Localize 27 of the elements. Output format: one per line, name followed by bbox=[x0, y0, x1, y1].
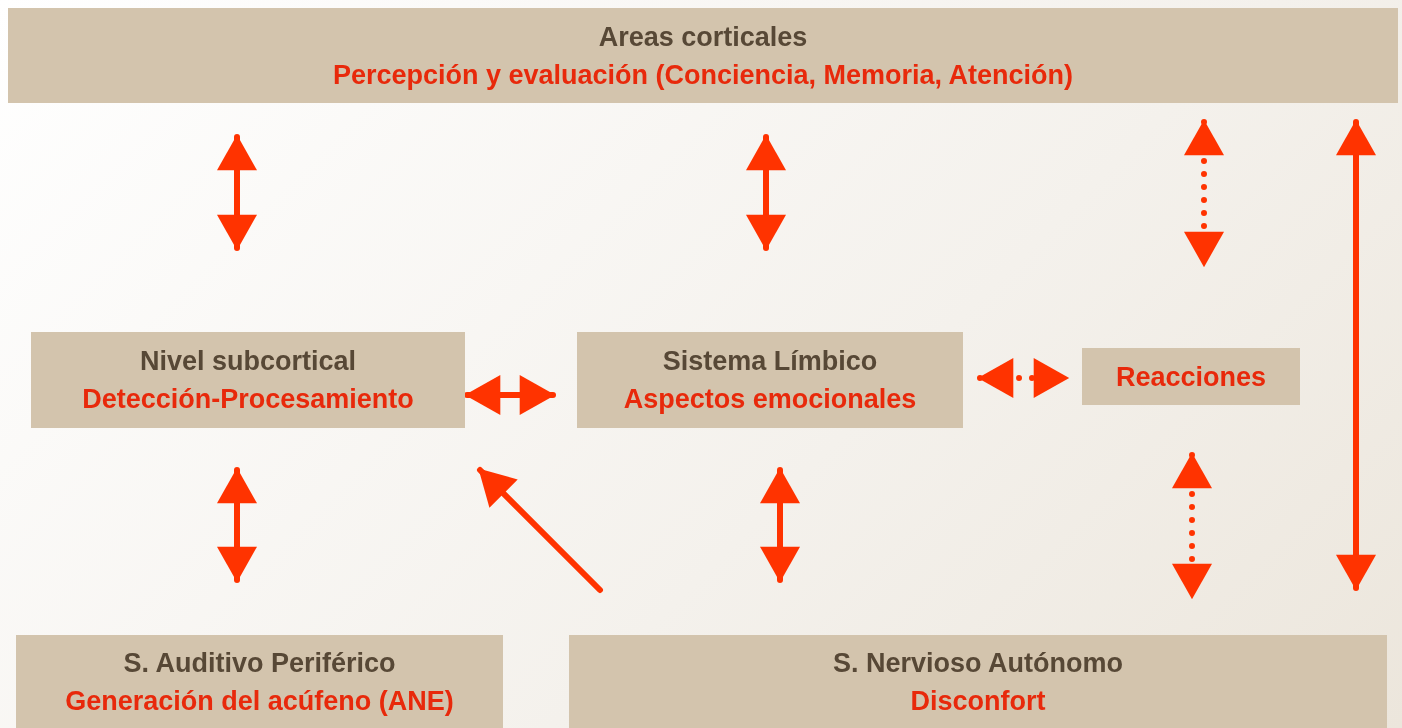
subtitle: Percepción y evaluación (Conciencia, Memoria, Atención) bbox=[332, 58, 1074, 92]
subtitle: Generación del acúfeno (ANE) bbox=[65, 684, 454, 718]
text-box bbox=[577, 332, 963, 428]
double-arrow bbox=[1172, 452, 1212, 600]
text-box bbox=[1082, 348, 1300, 405]
double-arrow bbox=[1184, 119, 1224, 268]
double-arrow bbox=[217, 134, 257, 251]
heading: Sistema Límbico bbox=[662, 345, 878, 378]
heading: S. Auditivo Periférico bbox=[123, 646, 396, 680]
heading: S. Nervioso Autónomo bbox=[833, 646, 1123, 680]
arrow bbox=[477, 467, 603, 593]
subtitle: Disconfort bbox=[910, 684, 1046, 718]
heading: Areas corticales bbox=[598, 20, 808, 54]
text-box bbox=[8, 8, 1398, 103]
double-arrow bbox=[977, 358, 1070, 398]
double-arrow bbox=[746, 134, 786, 251]
double-arrow bbox=[464, 375, 556, 415]
text-box bbox=[569, 635, 1387, 728]
double-arrow bbox=[760, 467, 800, 583]
subtitle: Detección-Procesamiento bbox=[82, 383, 414, 416]
heading: Nivel subcortical bbox=[139, 345, 357, 378]
double-arrow bbox=[1336, 119, 1376, 591]
text-box bbox=[31, 332, 465, 428]
subtitle: Reacciones bbox=[1115, 360, 1267, 394]
subtitle: Aspectos emocionales bbox=[623, 383, 917, 416]
text-box bbox=[16, 635, 503, 728]
double-arrow bbox=[217, 467, 257, 583]
